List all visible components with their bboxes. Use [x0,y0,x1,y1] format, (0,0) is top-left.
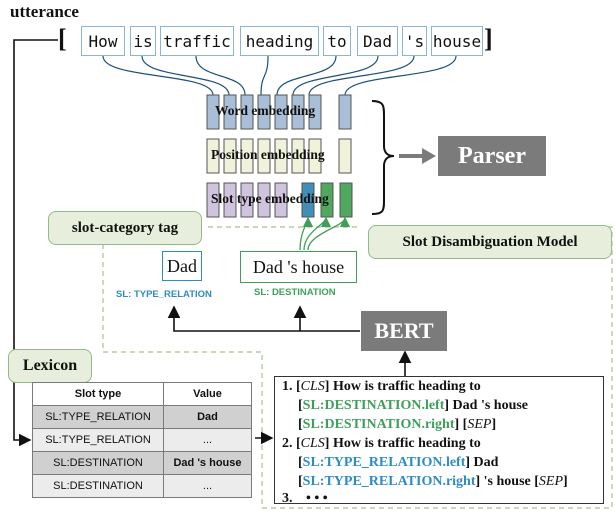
lexicon-table-wrapper: Slot type Value SL:TYPE_RELATION Dad SL:… [32,382,252,498]
lexicon-header-row: Slot type Value [32,382,252,406]
example-1-text: How is traffic heading to [329,379,481,394]
token-house: house [431,26,483,56]
utterance-label: utterance [10,2,79,21]
lexicon-cell-slot-type: SL:DESTINATION [32,474,164,498]
slot-marker-type-relation-right: SL:TYPE_RELATION.right [302,474,476,489]
token-dad: Dad [357,26,398,56]
candidate-dad-label: SL: TYPE_RELATION [116,289,212,300]
token-heading: heading [240,26,319,56]
token-is: is [130,26,156,56]
position-embedding-label: Position embedding [211,147,325,162]
position-embedding-strips [206,138,352,174]
candidate-dads-house-box: Dad 's house [240,251,357,283]
lexicon-row: SL:DESTINATION Dad 's house [32,451,252,475]
example-1-line-2: [SL:DESTINATION.left] Dad 's house [298,398,529,413]
lexicon-table: Slot type Value SL:TYPE_RELATION Dad SL:… [32,382,252,498]
token-to: to [323,26,351,56]
lexicon-cell-slot-type: SL:DESTINATION [32,451,164,475]
token-traffic: traffic [160,26,234,56]
example-2-text: How is traffic heading to [329,436,481,451]
slot-category-tag: slot-category tag [48,211,202,245]
lexicon-header-value: Value [163,382,252,406]
lexicon-cell-value: Dad [163,405,252,429]
example-1-line-3: [SL:DESTINATION.right] [SEP] [298,417,497,432]
lexicon-row: SL:TYPE_RELATION ... [32,428,252,452]
example-2-line-2: [SL:TYPE_RELATION.left] Dad [298,455,499,470]
slot-disambiguation-model-tag: Slot Disambiguation Model [368,225,612,259]
embedding-brace [371,100,395,215]
bert-box: BERT [361,311,447,351]
token-apostrophe-s: 's [402,26,427,56]
word-embedding-label: Word embedding [215,103,316,118]
ellipsis-dots: • • • [306,491,328,506]
lexicon-cell-value: Dad 's house [163,451,252,475]
example-2-span: Dad [470,455,499,470]
sep-token: SEP [538,474,564,489]
sep-token: SEP [467,417,492,432]
lexicon-cell-value: ... [163,428,252,452]
lexicon-cell-value: ... [163,474,252,498]
lexicon-tag: Lexicon [8,349,92,383]
parser-box: Parser [438,136,546,176]
slot-marker-destination-left: SL:DESTINATION.left [302,398,445,413]
slot-marker-type-relation-left: SL:TYPE_RELATION.left [302,455,466,470]
lexicon-header-slot-type: Slot type [32,382,164,406]
example-2-line-1: 2. [CLS] How is traffic heading to [282,436,481,451]
word-embedding-strips [206,94,352,130]
slot-type-embedding-strips [206,182,353,218]
example-3-number: 3. [282,491,293,506]
lexicon-row: SL:TYPE_RELATION Dad [32,405,252,429]
token-to-embedding-curves [102,55,457,96]
example-1-span: Dad 's house [449,398,529,413]
bert-input-examples-box [274,376,604,504]
bracket-open: [ [58,24,67,53]
lexicon-cell-slot-type: SL:TYPE_RELATION [32,405,164,429]
slot-marker-destination-right: SL:DESTINATION.right [302,417,455,432]
example-2-number: 2. [282,436,293,451]
cls-token: CLS [300,436,325,451]
example-1-line-1: 1. [CLS] How is traffic heading to [282,379,481,394]
cls-token: CLS [300,379,325,394]
example-1-number: 1. [282,379,293,394]
example-3-line: 3. • • • [282,491,328,507]
example-2-tail: 's house [480,474,535,489]
bracket-close: ] [484,24,493,53]
lexicon-cell-slot-type: SL:TYPE_RELATION [32,428,164,452]
example-2-line-3: [SL:TYPE_RELATION.right] 's house [SEP] [298,474,568,489]
lexicon-row: SL:DESTINATION ... [32,474,252,498]
candidate-dad-box: Dad [162,251,202,281]
candidate-dads-house-label: SL: DESTINATION [254,287,336,298]
token-how: How [81,26,125,56]
slot-type-embedding-label: Slot type embedding [211,191,329,206]
